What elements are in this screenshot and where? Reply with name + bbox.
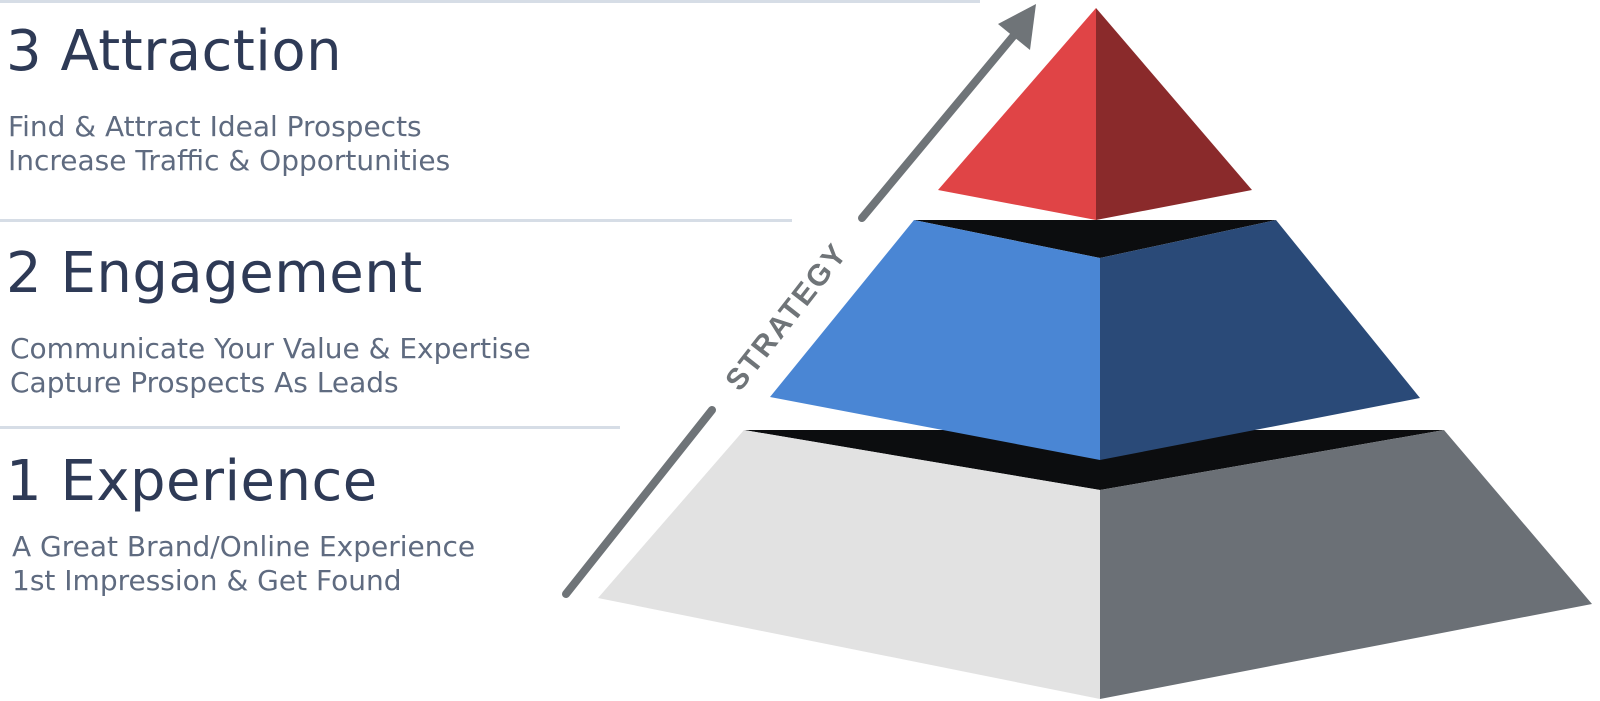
divider-1: [0, 219, 792, 222]
tier-engagement-top-face: [914, 220, 1276, 258]
tier-experience-top-face: [744, 430, 1444, 490]
strategy-arrow-head-icon: [998, 4, 1036, 50]
tier-attraction-left-face: [938, 8, 1096, 220]
tier-experience-left-face: [598, 430, 1100, 699]
level-2-name: Engagement: [60, 241, 423, 306]
tier-engagement-right-face: [1100, 220, 1420, 460]
level-2-title: 2 Engagement: [6, 242, 423, 306]
strategy-arrow-lower-shaft: [562, 406, 716, 598]
level-1-title: 1 Experience: [6, 450, 378, 514]
level-2-line-2: Capture Prospects As Leads: [10, 366, 399, 399]
level-1-description: A Great Brand/Online Experience 1st Impr…: [12, 530, 475, 598]
tier-experience-right-face: [1100, 430, 1592, 699]
tier-engagement-left-face: [770, 220, 1100, 460]
level-2-number: 2: [6, 241, 43, 306]
level-2-line-1: Communicate Your Value & Expertise: [10, 332, 531, 365]
pyramid-tier-engagement: [770, 220, 1420, 460]
divider-2: [0, 426, 620, 429]
level-3-title: 3 Attraction: [6, 20, 342, 84]
level-2-description: Communicate Your Value & Expertise Captu…: [10, 332, 531, 400]
level-3-description: Find & Attract Ideal Prospects Increase …: [8, 110, 450, 178]
level-1-line-2: 1st Impression & Get Found: [12, 564, 402, 597]
level-3-line-2: Increase Traffic & Opportunities: [8, 144, 451, 177]
pyramid-tier-experience: [598, 430, 1592, 699]
tier-attraction-right-face: [1096, 8, 1252, 220]
level-3-line-1: Find & Attract Ideal Prospects: [8, 110, 422, 143]
level-1-line-1: A Great Brand/Online Experience: [12, 530, 476, 563]
strategy-arrow-upper-shaft: [858, 24, 1024, 222]
level-3-number: 3: [6, 19, 43, 84]
level-1-number: 1: [6, 449, 43, 514]
level-3-name: Attraction: [60, 19, 343, 84]
pyramid-tier-attraction: [938, 8, 1252, 220]
level-1-name: Experience: [60, 449, 378, 514]
top-divider: [0, 0, 980, 3]
